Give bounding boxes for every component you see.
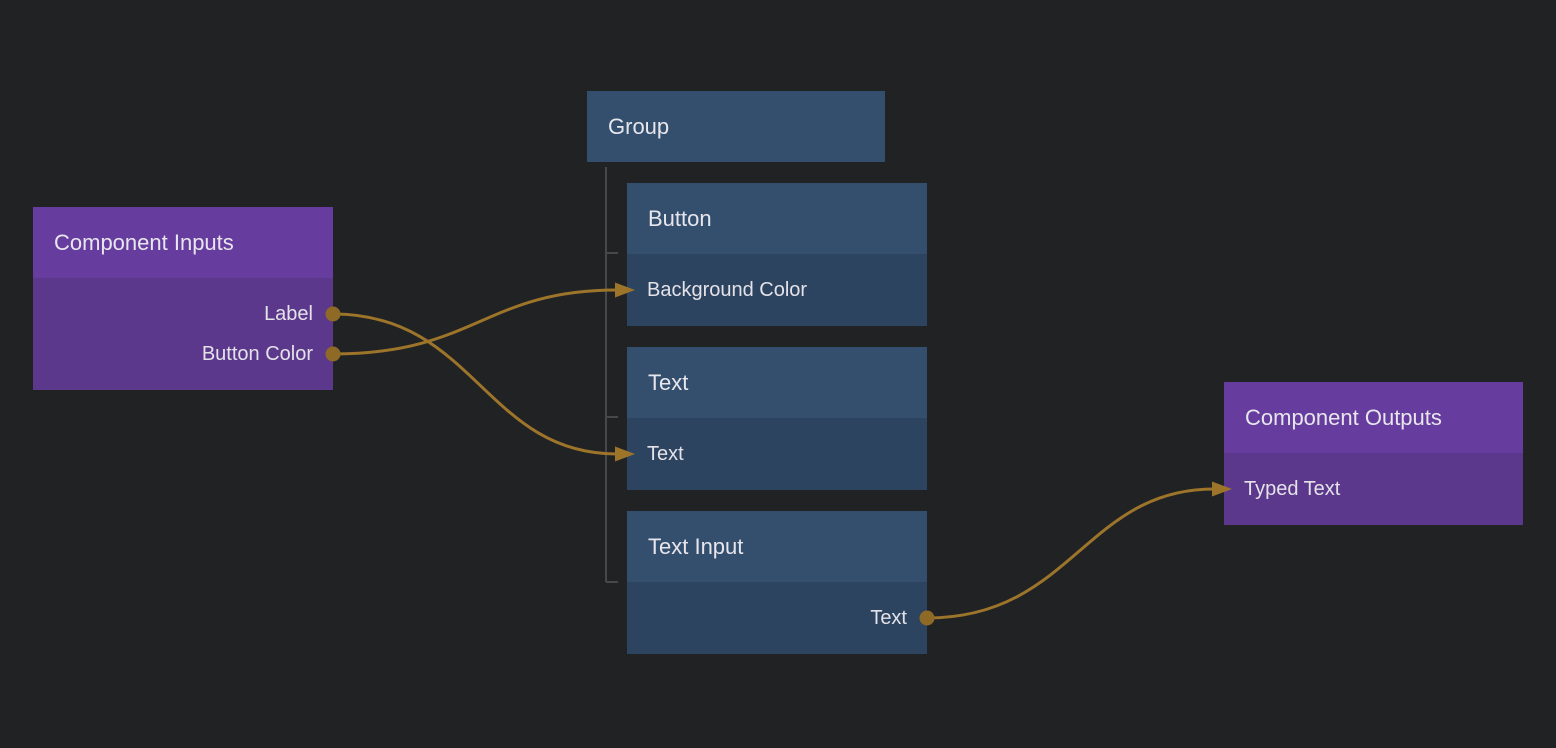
input-row-typed-text[interactable]: Typed Text: [1224, 469, 1523, 509]
node-header[interactable]: Text: [627, 347, 927, 418]
node-header[interactable]: Text Input: [627, 511, 927, 582]
node-body: Typed Text: [1224, 453, 1523, 525]
wire-text-to-typed-text[interactable]: [925, 487, 1216, 620]
output-row-text[interactable]: Text: [627, 598, 927, 638]
input-row-background-color[interactable]: Background Color: [627, 270, 927, 310]
node-header[interactable]: Component Inputs: [33, 207, 333, 278]
node-title: Component Outputs: [1245, 404, 1442, 430]
node-title: Text Input: [648, 533, 744, 559]
node-header[interactable]: Group: [587, 91, 885, 162]
node-body: Label Button Color: [33, 278, 333, 390]
port-label: Background Color: [647, 278, 808, 301]
node-text-input[interactable]: Text Input Text: [627, 511, 927, 654]
port-label: Text: [870, 606, 907, 629]
wire-label-to-text[interactable]: [331, 312, 619, 456]
node-title: Button: [648, 205, 712, 231]
node-header[interactable]: Component Outputs: [1224, 382, 1523, 453]
node-body: Text: [627, 418, 927, 490]
port-label: Label: [264, 302, 313, 325]
wire-button-color-to-background-color[interactable]: [331, 288, 619, 356]
port-label: Typed Text: [1244, 477, 1341, 500]
node-button[interactable]: Button Background Color: [627, 183, 927, 326]
node-title: Group: [608, 113, 670, 139]
port-label: Text: [647, 442, 684, 465]
node-body: Background Color: [627, 254, 927, 326]
node-component-outputs[interactable]: Component Outputs Typed Text: [1224, 382, 1523, 525]
output-row-label[interactable]: Label: [33, 294, 333, 334]
input-row-text[interactable]: Text: [627, 434, 927, 474]
port-label: Button Color: [201, 342, 313, 365]
node-header[interactable]: Button: [627, 183, 927, 254]
node-body: Text: [627, 582, 927, 654]
group-hierarchy-line: [605, 167, 618, 583]
node-text[interactable]: Text Text: [627, 347, 927, 490]
node-group[interactable]: Group: [587, 91, 885, 162]
node-component-inputs[interactable]: Component Inputs Label Button Color: [33, 207, 333, 390]
output-row-button-color[interactable]: Button Color: [33, 334, 333, 374]
node-title: Text: [648, 369, 689, 395]
node-title: Component Inputs: [54, 229, 234, 255]
